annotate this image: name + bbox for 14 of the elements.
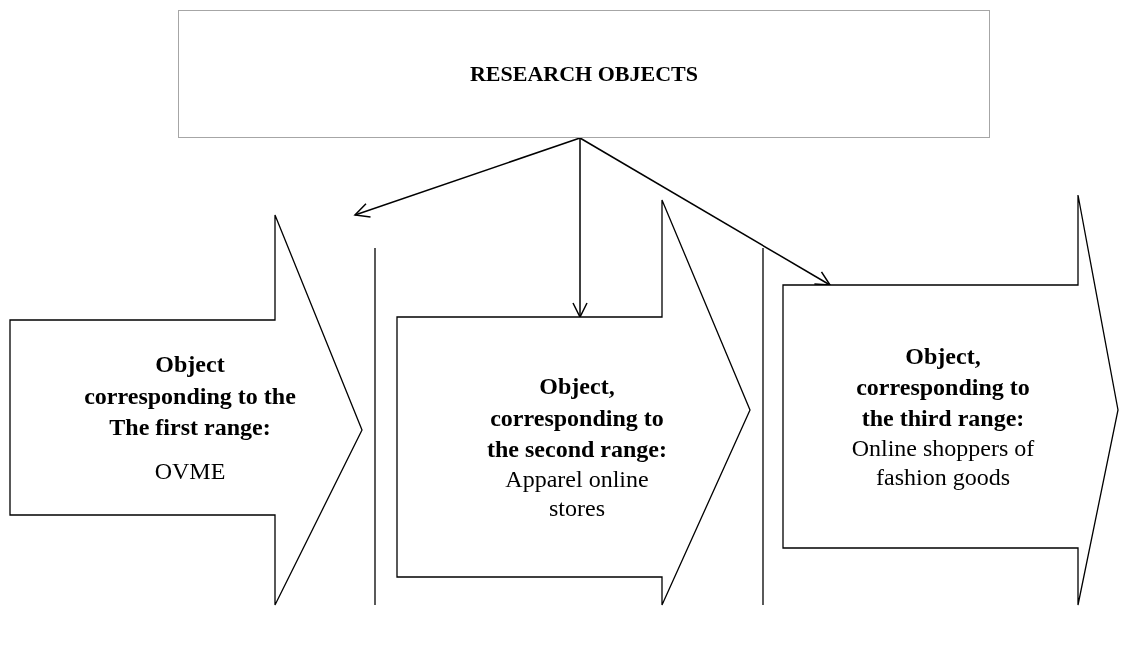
body-text: Online shoppers of fashion goods: [850, 434, 1036, 493]
body-text: Apparel online stores: [504, 465, 650, 523]
body-text: OVME: [154, 456, 226, 486]
arrow: [354, 137, 581, 218]
title-text: RESEARCH OBJECTS: [470, 61, 698, 87]
arrow: [572, 137, 588, 318]
heading-text: Object, corresponding to the second range:: [486, 372, 668, 464]
chevron-arrow-shape: [783, 195, 1118, 605]
chevron-arrow-shape: [10, 215, 362, 605]
arrow: [579, 137, 831, 286]
title-box: [178, 10, 990, 138]
heading-text: Object corresponding to the The first range:: [83, 350, 297, 442]
chevron-arrow-shape: [397, 200, 750, 605]
heading-text: Object, corresponding to the third range:: [855, 341, 1031, 434]
